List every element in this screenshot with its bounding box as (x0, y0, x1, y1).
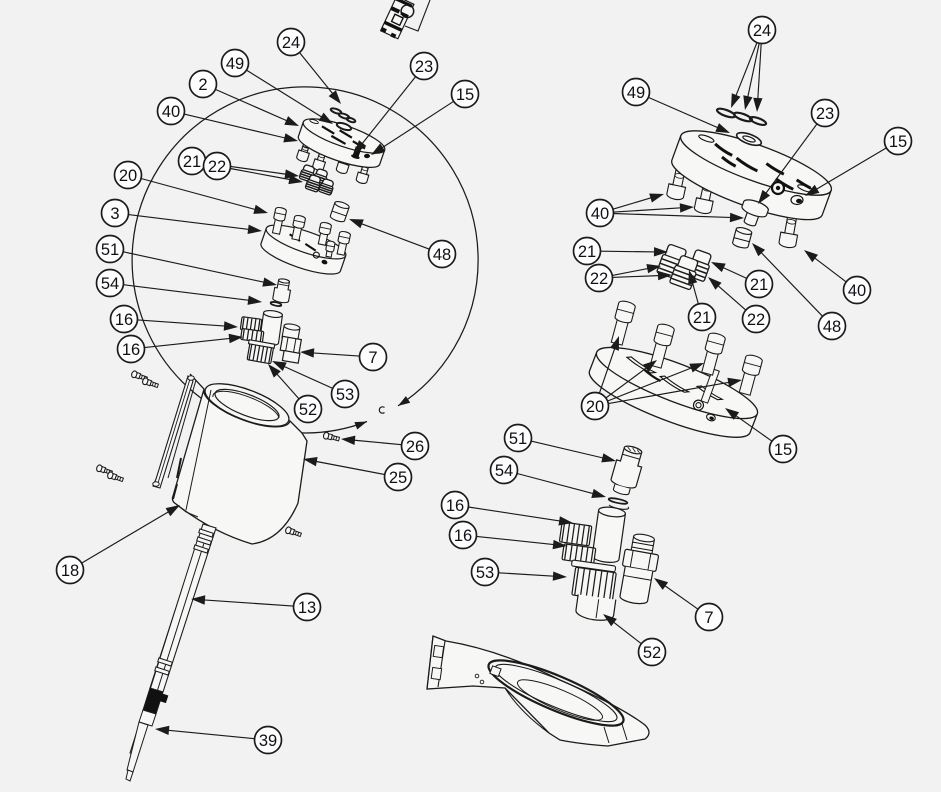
svg-text:21: 21 (183, 153, 201, 171)
svg-text:40: 40 (591, 205, 609, 223)
svg-text:49: 49 (627, 84, 645, 102)
svg-text:26: 26 (406, 438, 424, 456)
svg-text:52: 52 (299, 401, 317, 419)
svg-text:22: 22 (590, 270, 608, 288)
svg-text:3: 3 (110, 205, 119, 223)
svg-text:39: 39 (259, 732, 277, 750)
svg-text:23: 23 (415, 58, 433, 76)
svg-text:7: 7 (368, 349, 377, 367)
svg-text:51: 51 (509, 430, 527, 448)
svg-text:22: 22 (208, 158, 226, 176)
svg-text:16: 16 (122, 341, 140, 359)
svg-text:24: 24 (282, 34, 300, 52)
svg-text:16: 16 (115, 311, 133, 329)
svg-text:2: 2 (198, 76, 207, 94)
svg-text:52: 52 (643, 644, 661, 662)
svg-text:54: 54 (101, 275, 119, 293)
svg-text:15: 15 (456, 86, 474, 104)
svg-text:49: 49 (226, 55, 244, 73)
svg-text:18: 18 (61, 562, 79, 580)
svg-text:16: 16 (446, 497, 464, 515)
svg-text:51: 51 (101, 241, 119, 259)
svg-text:23: 23 (816, 105, 834, 123)
svg-text:40: 40 (848, 282, 866, 300)
svg-text:21: 21 (578, 243, 596, 261)
svg-text:15: 15 (889, 133, 907, 151)
svg-text:22: 22 (747, 311, 765, 329)
svg-text:48: 48 (823, 318, 841, 336)
svg-text:53: 53 (336, 386, 354, 404)
svg-text:20: 20 (119, 167, 137, 185)
svg-text:54: 54 (495, 462, 513, 480)
svg-text:24: 24 (753, 22, 771, 40)
svg-text:25: 25 (389, 469, 407, 487)
svg-text:48: 48 (433, 246, 451, 264)
svg-text:40: 40 (162, 103, 180, 121)
svg-text:20: 20 (586, 398, 604, 416)
svg-text:7: 7 (704, 609, 713, 627)
svg-text:16: 16 (454, 527, 472, 545)
svg-text:53: 53 (476, 564, 494, 582)
svg-text:21: 21 (750, 276, 768, 294)
svg-text:15: 15 (774, 441, 792, 459)
svg-text:21: 21 (693, 309, 711, 327)
svg-text:13: 13 (298, 599, 316, 617)
